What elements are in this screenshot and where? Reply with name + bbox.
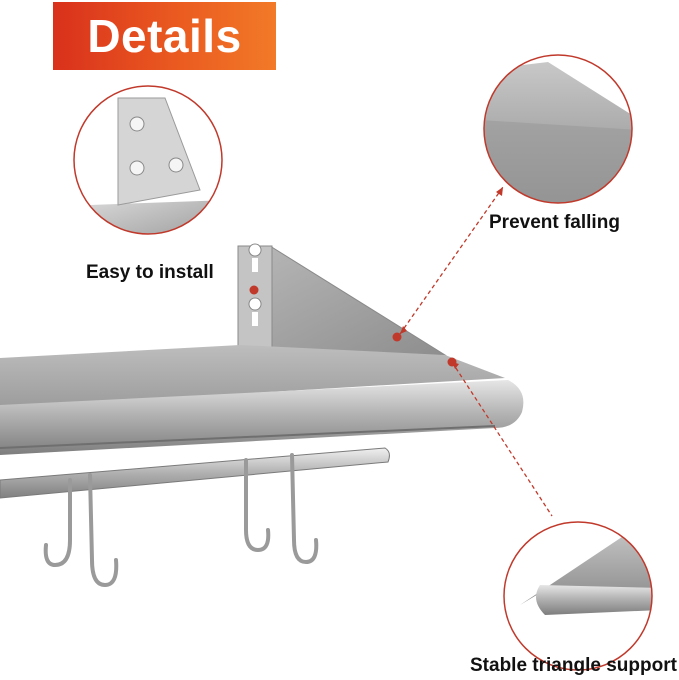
- callout-label-stable: Stable triangle support: [470, 655, 677, 676]
- marker-dot: [392, 332, 402, 342]
- hanging-rail: [0, 447, 390, 499]
- callout-label-install: Easy to install: [86, 262, 214, 283]
- callout-arrows: [399, 186, 553, 517]
- shelf-body: [0, 345, 524, 455]
- triangle-bracket: [237, 243, 447, 357]
- zoom-circle-install: [73, 85, 223, 235]
- marker-dot: [447, 357, 457, 367]
- zoom-circle-prevent: [483, 54, 633, 204]
- marker-dot: [249, 285, 259, 295]
- zoom-circle-stable: [503, 521, 653, 671]
- details-banner: Details: [53, 2, 276, 70]
- banner-title: Details: [87, 10, 242, 62]
- s-hooks: [43, 453, 319, 588]
- callout-label-prevent: Prevent falling: [489, 212, 620, 233]
